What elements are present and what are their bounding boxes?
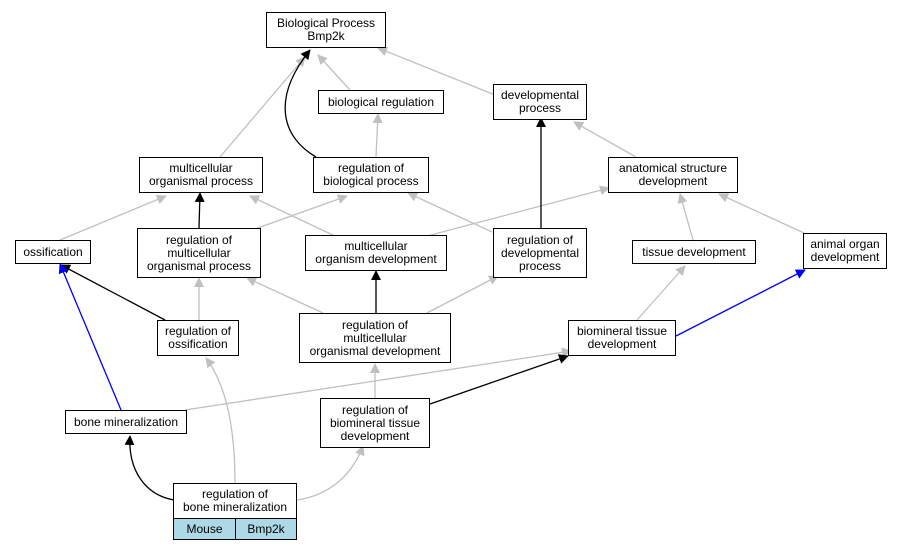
node-multicellular-organism-development[interactable]: multicellular organism development (305, 235, 447, 271)
node-regulation-of-multicellular-organismal-development[interactable]: regulation of multicellular organismal d… (299, 313, 451, 363)
gene-tag: Bmp2k (235, 518, 297, 540)
edge (377, 46, 496, 96)
node-multicellular-organismal-process[interactable]: multicellular organismal process (139, 157, 263, 193)
node-developmental-process[interactable]: developmental process (493, 84, 587, 120)
node-regulation-of-biological-process[interactable]: regulation of biological process (313, 157, 429, 193)
edge (246, 277, 324, 314)
node-tissue-development[interactable]: tissue development (632, 240, 756, 264)
edge (426, 275, 499, 314)
node-biological-process-root[interactable]: Biological Process Bmp2k (266, 12, 386, 48)
node-regulation-of-bone-mineralization[interactable]: regulation of bone mineralization (173, 483, 297, 519)
edge (675, 269, 806, 337)
edge (58, 263, 122, 411)
node-regulation-of-developmental-process[interactable]: regulation of developmental process (493, 228, 587, 278)
node-regulation-of-ossification[interactable]: regulation of ossification (157, 320, 239, 356)
node-bone-mineralization[interactable]: bone mineralization (65, 410, 187, 434)
edge (296, 445, 365, 501)
edge (718, 193, 805, 234)
node-anatomical-structure-development[interactable]: anatomical structure development (608, 157, 738, 193)
edge (317, 54, 351, 91)
species-tag: Mouse (173, 518, 236, 540)
edge (426, 185, 610, 237)
edge (573, 121, 637, 158)
edge (184, 347, 572, 411)
edge (284, 49, 317, 158)
edge (677, 193, 694, 241)
edge (124, 435, 175, 501)
node-regulation-of-multicellular-organismal-process[interactable]: regulation of multicellular organismal p… (137, 228, 261, 278)
edge (60, 264, 166, 321)
node-animal-organ-development[interactable]: animal organ development (803, 233, 887, 269)
node-ossification[interactable]: ossification (15, 240, 91, 264)
edge (429, 354, 569, 405)
edge (636, 265, 686, 321)
edge (205, 357, 236, 484)
edge (194, 192, 205, 229)
node-biomineral-tissue-development[interactable]: biomineral tissue development (568, 320, 676, 356)
edge (219, 56, 306, 158)
node-biological-regulation[interactable]: biological regulation (318, 90, 444, 114)
edge (407, 192, 493, 233)
node-regulation-of-biomineral-tissue-development[interactable]: regulation of biomineral tissue developm… (320, 398, 430, 448)
edge (249, 195, 336, 237)
edge (59, 194, 167, 241)
edge (254, 194, 348, 230)
edge (372, 113, 383, 158)
